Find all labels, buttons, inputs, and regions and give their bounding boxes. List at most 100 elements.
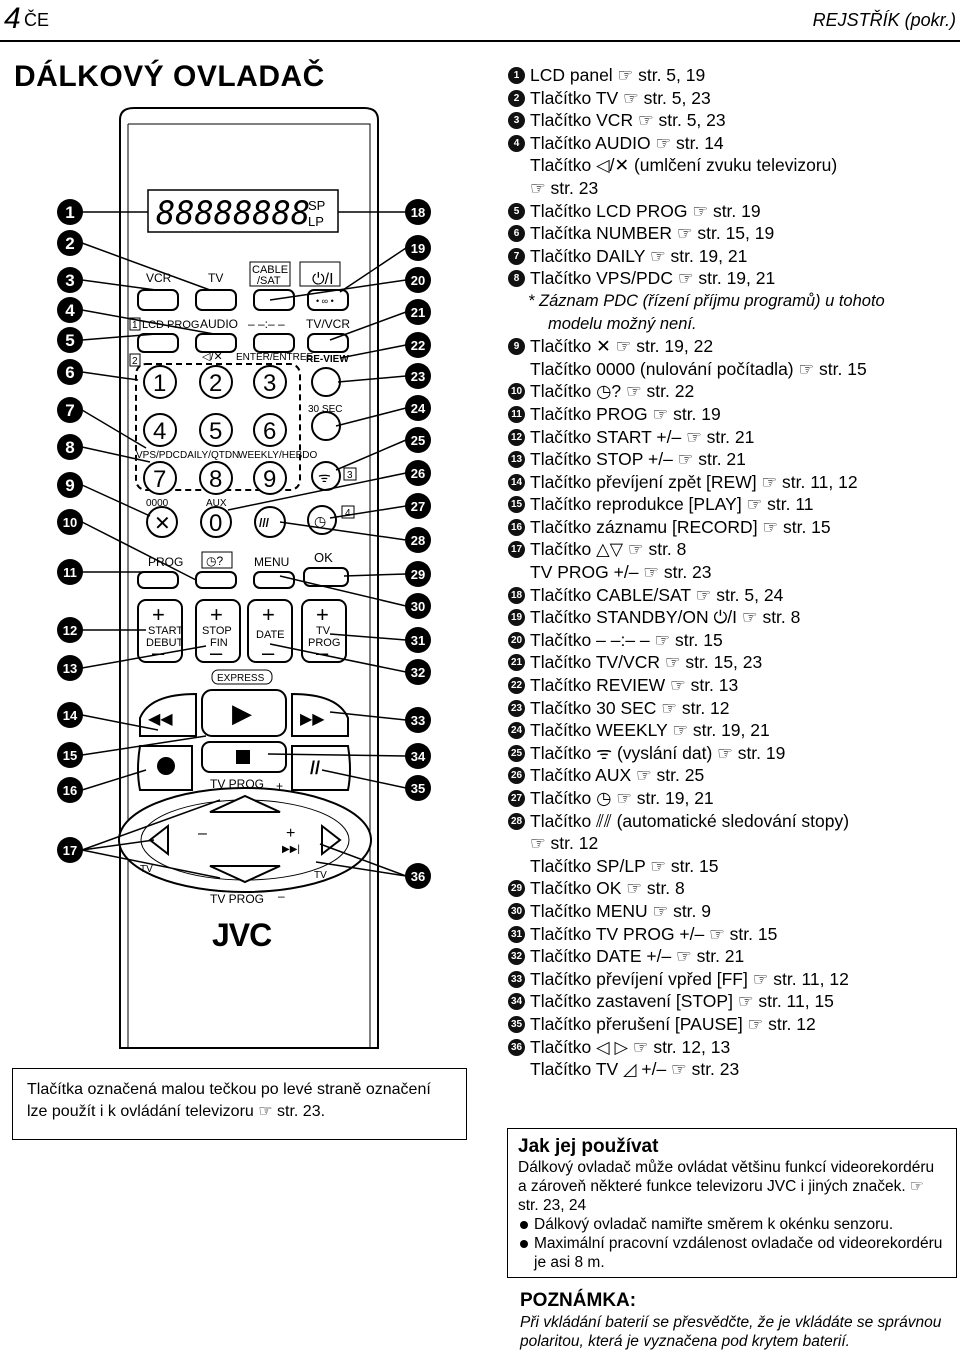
num-8-button[interactable] xyxy=(199,461,233,495)
howto-title: Jak jej používat xyxy=(518,1136,659,1157)
label-dashes: – –:– – xyxy=(248,317,285,331)
label-date: DATE xyxy=(256,629,285,641)
index-text: Tlačítko AUDIO ☞ str. 14 xyxy=(530,132,724,153)
pause-button[interactable] xyxy=(291,745,351,791)
num-3-button[interactable] xyxy=(253,365,287,399)
rew-button[interactable] xyxy=(139,692,197,737)
play-button[interactable] xyxy=(201,689,287,737)
num-2-button[interactable] xyxy=(199,365,233,399)
svg-text:–: – xyxy=(316,640,329,665)
standby-button[interactable] xyxy=(307,289,349,311)
ok-button[interactable] xyxy=(303,567,349,587)
left-button[interactable] xyxy=(148,823,169,857)
header-rule xyxy=(0,40,960,42)
index-number-badge: 14 xyxy=(508,473,525,491)
svg-text:CABLE: CABLE xyxy=(252,264,288,276)
pause-icon: // xyxy=(310,758,320,778)
svg-text:31: 31 xyxy=(411,633,425,648)
label-tv-left: TV xyxy=(140,864,153,875)
ff-button[interactable] xyxy=(291,692,349,737)
30sec-button[interactable] xyxy=(311,411,341,441)
index-number-badge: 24 xyxy=(508,722,525,740)
num-7-button[interactable] xyxy=(143,461,177,495)
num-1-button[interactable] xyxy=(143,365,177,399)
index-number-badge: 5 xyxy=(508,202,525,220)
label-vcr: VCR xyxy=(146,271,172,285)
clear-button[interactable] xyxy=(146,506,178,538)
num-5-button[interactable] xyxy=(199,413,233,447)
index-number-badge: 36 xyxy=(508,1038,525,1056)
remote-illustration: 88888888 SP LP VCR TV CABLE /SAT ⏻/I • ∞… xyxy=(57,107,431,1049)
index-number-badge: 2 xyxy=(508,89,525,107)
label-vps: VPS/PDC xyxy=(136,450,180,461)
num-9-button[interactable] xyxy=(253,461,287,495)
index-number-badge: 35 xyxy=(508,1015,525,1033)
index-text: Tlačítko PROG ☞ str. 19 xyxy=(530,403,721,424)
review-button[interactable] xyxy=(311,367,341,397)
svg-text:+: + xyxy=(210,602,223,627)
svg-text:–: – xyxy=(210,640,223,665)
index-row: modelu možný není. xyxy=(508,313,958,336)
prog-button[interactable] xyxy=(137,571,179,589)
index-text: Tlačítko DAILY ☞ str. 19, 21 xyxy=(530,245,748,266)
svg-text:DEBUT: DEBUT xyxy=(146,637,184,649)
index-text: Tlačítko REVIEW ☞ str. 13 xyxy=(530,675,739,696)
tv-prog-rocker[interactable] xyxy=(301,599,347,663)
svg-text:• ∞ •: • ∞ • xyxy=(316,296,334,306)
svg-text:22: 22 xyxy=(411,338,425,353)
svg-text:25: 25 xyxy=(411,433,425,448)
down-button[interactable] xyxy=(209,865,281,884)
index-number-badge: 4 xyxy=(508,134,525,152)
index-text: Tlačítko reprodukce [PLAY] ☞ str. 11 xyxy=(530,494,814,515)
svg-text:12: 12 xyxy=(63,623,77,638)
stop-rocker[interactable] xyxy=(195,599,241,663)
index-row: Tlačítko 0000 (nulování počítadla) ☞ str… xyxy=(508,358,958,381)
svg-text:8: 8 xyxy=(65,438,74,457)
clock-query-button[interactable] xyxy=(195,571,237,589)
label-prog: PROG xyxy=(148,555,183,569)
num-4-button[interactable] xyxy=(143,413,177,447)
lcd-digits: 88888888 xyxy=(156,194,310,232)
index-text: Tlačítko TV/VCR ☞ str. 15, 23 xyxy=(530,652,763,673)
label-30sec: 30 SEC xyxy=(308,404,342,415)
audio-button[interactable] xyxy=(195,333,237,353)
tv-vcr-button[interactable] xyxy=(307,333,349,353)
svg-text:6: 6 xyxy=(65,363,74,382)
index-text: Tlačítko CABLE/SAT ☞ str. 5, 24 xyxy=(530,584,784,605)
lcd-prog-button[interactable] xyxy=(137,333,179,353)
clock-query-icon: ◷? xyxy=(206,554,223,568)
vcr-button[interactable] xyxy=(137,289,179,311)
num-6-button[interactable] xyxy=(253,413,287,447)
dashes-button[interactable] xyxy=(253,333,295,353)
language-code: ČE xyxy=(24,10,50,30)
index-text: modelu možný není. xyxy=(548,314,697,333)
label-tv: TV xyxy=(208,271,223,285)
menu-button[interactable] xyxy=(253,571,295,589)
tv-button[interactable] xyxy=(195,289,237,311)
index-text: Tlačítko VPS/PDC ☞ str. 19, 21 xyxy=(530,268,776,289)
svg-text:2: 2 xyxy=(209,370,222,397)
index-number-badge: 25 xyxy=(508,744,525,762)
index-text: Tlačítko SP/LP ☞ str. 15 xyxy=(530,855,719,876)
index-text: ☞ str. 23 xyxy=(530,177,599,198)
index-number-badge: 27 xyxy=(508,790,525,807)
index-number-badge: 30 xyxy=(508,902,525,920)
index-number-badge: 23 xyxy=(508,699,525,717)
howto-bullet-1: Dálkový ovladač namiřte směrem k okénku … xyxy=(518,1215,946,1234)
index-row: 23 Tlačítko 30 SEC ☞ str. 12 xyxy=(508,697,958,720)
svg-text:2: 2 xyxy=(132,356,138,367)
index-text: Tlačítko 30 SEC ☞ str. 12 xyxy=(530,697,730,718)
up-button[interactable] xyxy=(209,794,281,813)
svg-text:3: 3 xyxy=(263,370,276,397)
start-rocker[interactable] xyxy=(137,599,183,663)
index-number-badge: 15 xyxy=(508,496,525,514)
index-text: Tlačítko STANDBY/ON ⏻/I ☞ str. 8 xyxy=(530,607,801,628)
num-0-button[interactable] xyxy=(200,506,232,538)
